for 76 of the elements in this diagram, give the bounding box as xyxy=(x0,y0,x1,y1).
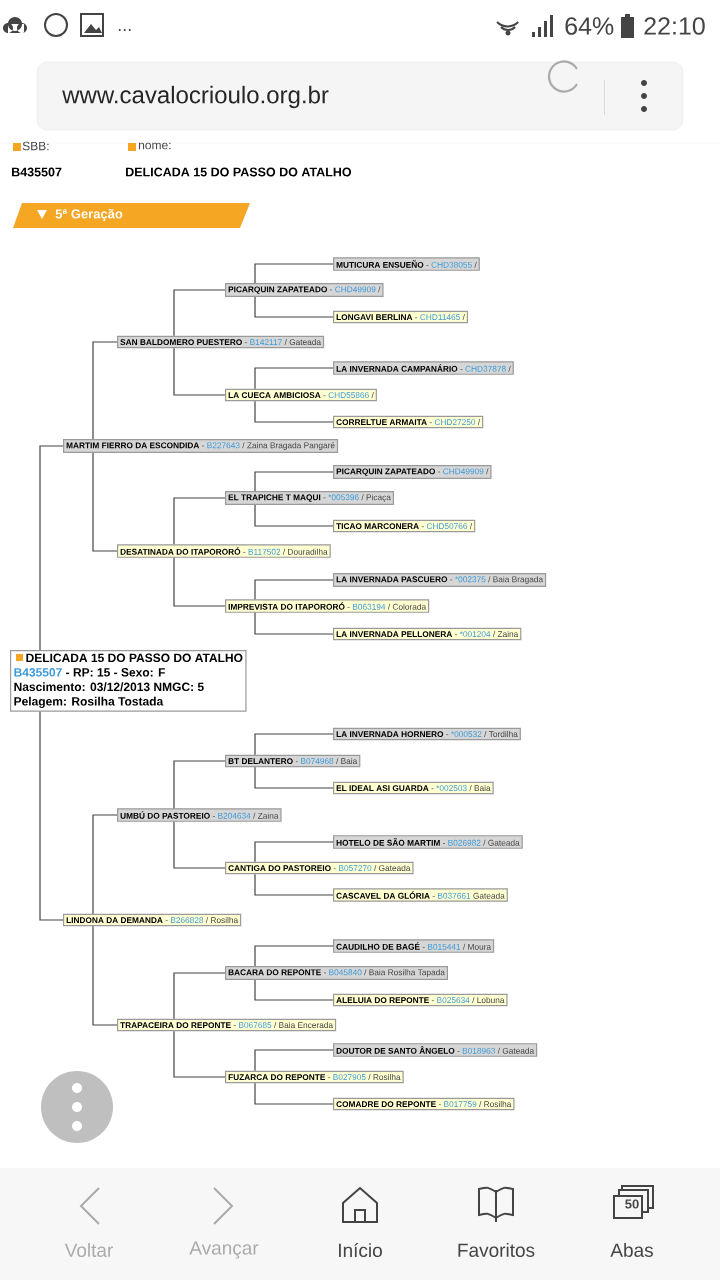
connector xyxy=(254,841,334,863)
battery-level: 64% xyxy=(565,17,614,35)
nav-label: Início xyxy=(339,1242,382,1258)
pedigree-box: LINDONA DA DEMANDA - B266828 / Rosilha xyxy=(63,913,242,927)
pedigree-box: ALELUIA DO REPONTE - B025634 / Lobuna xyxy=(333,993,508,1007)
connector xyxy=(254,504,334,527)
animal-card: DELICADA 15 DO PASSO DO ATALHO B435507 - RP: 15 - Sexo: F Nascimento: 03/12/2013 NMGC: 5 Pelagem: Rosilha Tostada xyxy=(10,650,247,712)
pedigree-box: UMBÚ DO PASTOREIO - B204634 / Zaina xyxy=(117,808,282,822)
clock: 22:10 xyxy=(644,17,705,35)
connector xyxy=(254,367,334,390)
pedigree-box: TRAPACEIRA DO REPONTE - B067685 / Baia Encerada xyxy=(117,1018,337,1032)
pedigree-box: BT DELANTERO - B074968 / Baia xyxy=(225,754,361,768)
connector xyxy=(173,347,226,396)
connector xyxy=(92,925,118,1026)
connector xyxy=(254,579,334,600)
pedigree-box: LA INVERNADA HORNERO - *000532 / Tordilha xyxy=(333,727,521,741)
pedigree-box: IMPREVISTA DO ITAPORORÓ - B063194 / Colorada xyxy=(225,599,430,613)
connector xyxy=(254,1082,334,1105)
tab-count: 50 xyxy=(625,1199,639,1209)
connector xyxy=(254,612,334,635)
connector xyxy=(254,296,334,318)
status-text: ... xyxy=(118,29,131,31)
pedigree-box: EL TRAPICHE T MAQUI - *005396 / Picaça xyxy=(225,491,394,505)
pedigree-box: FUZARCA DO REPONTE - B027905 / Rosilha xyxy=(225,1070,404,1084)
pedigree-box: DESATINADA DO ITAPORORÓ - B117502 / Douradilha xyxy=(117,544,331,558)
nav-label: Voltar xyxy=(64,1243,113,1257)
connector xyxy=(173,821,226,869)
connector xyxy=(173,760,226,809)
connector xyxy=(92,341,118,440)
connector xyxy=(173,972,226,1020)
connector xyxy=(254,263,334,284)
banner-text: 5ª Geração xyxy=(55,209,123,222)
pedigree-box: MUTICURA ENSUEÑO - CHD38055 / xyxy=(333,257,480,271)
connector xyxy=(173,497,226,545)
connector xyxy=(254,400,334,423)
pedigree-box: PICARQUIN ZAPATEADO - CHD49909 / xyxy=(333,465,492,479)
pedigree-box: TICAO MARCONERA - CHD50766 / xyxy=(333,519,476,533)
pedigree-box: EL IDEAL ASI GUARDA - *002503 / Baia xyxy=(333,781,494,795)
pedigree-box: CORRELTUE ARMAITA - CHD27250 / xyxy=(333,415,484,429)
connector xyxy=(92,452,118,552)
pedigree-box: BACARA DO REPONTE - B045840 / Baia Rosilha Tapada xyxy=(225,966,448,980)
field-label: nome: xyxy=(139,142,171,150)
pedigree-box: LA INVERNADA CAMPANÁRIO - CHD37878 / xyxy=(333,361,514,375)
connector xyxy=(254,873,334,896)
nav-label: Abas xyxy=(610,1243,653,1257)
connector xyxy=(39,445,64,651)
pedigree-box: LA INVERNADA PELLONERA - *001204 / Zaina xyxy=(333,627,522,641)
field-label: SBB: xyxy=(22,141,49,151)
pedigree-box: CAUDILHO DE BAGÉ - B015441 / Moura xyxy=(333,939,495,953)
connector xyxy=(254,945,334,967)
connector xyxy=(254,471,334,492)
pedigree-box: DOUTOR DE SANTO ÂNGELO - B018963 / Gateada xyxy=(333,1043,538,1057)
connector xyxy=(254,733,334,756)
connector xyxy=(92,814,118,915)
connector xyxy=(173,557,226,607)
pedigree-box: MARTIM FIERRO DA ESCONDIDA - B227643 / Zaina Bragada Pangaré xyxy=(63,439,339,454)
pedigree-box: LONGAVI BERLINA - CHD11465 / xyxy=(333,310,469,324)
connector xyxy=(254,1049,334,1072)
url-text: www.cavalocrioulo.org.br xyxy=(62,85,329,109)
connector xyxy=(254,979,334,1001)
pedigree-box: CANTIGA DO PASTOREIO - B057270 / Gateada xyxy=(225,861,414,875)
connector xyxy=(254,766,334,789)
pedigree-box: CASCAVEL DA GLÓRIA - B037661 Gateada xyxy=(333,888,508,902)
pedigree-box: SAN BALDOMERO PUESTERO - B142117 / Gateada xyxy=(117,335,325,349)
pedigree-box: LA INVERNADA PASCUERO - *002375 / Baia Bragada xyxy=(333,573,547,587)
connector xyxy=(173,1030,226,1078)
pedigree-box: HOTELO DE SÃO MARTIM - B026982 / Gateada xyxy=(333,835,523,849)
field-value: B435507 xyxy=(12,167,62,177)
pedigree-box: LA CUECA AMBICIOSA - CHD55866 / xyxy=(225,388,377,402)
connector xyxy=(39,711,64,921)
pedigree-box: PICARQUIN ZAPATEADO - CHD49909 / xyxy=(225,283,384,297)
pedigree-box: COMADRE DO REPONTE - B017759 / Rosilha xyxy=(333,1097,515,1111)
nav-label: Favoritos xyxy=(458,1243,535,1257)
connector xyxy=(173,289,226,337)
nav-label: Avançar xyxy=(189,1241,259,1259)
field-value: DELICADA 15 DO PASSO DO ATALHO xyxy=(126,167,352,177)
